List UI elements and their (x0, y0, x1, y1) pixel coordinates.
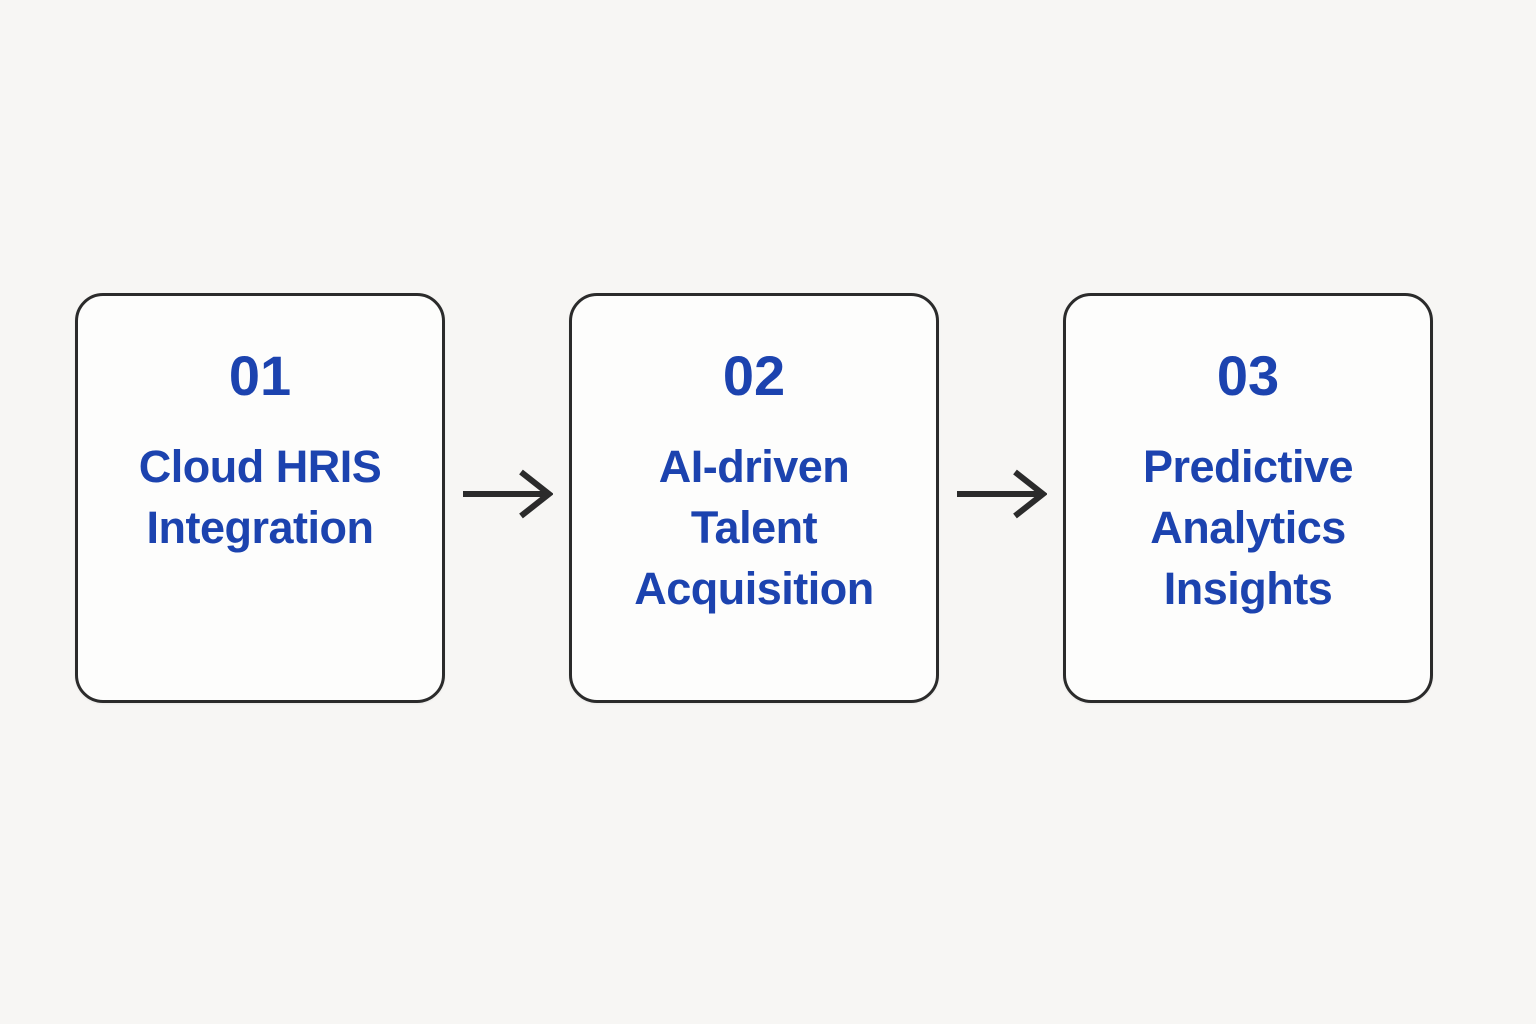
arrow-right-icon (463, 469, 553, 519)
step-number: 02 (722, 344, 786, 407)
step-card-1: 01 Cloud HRIS Integration (75, 293, 445, 703)
connector-2 (939, 293, 1063, 703)
step-title: Cloud HRIS Integration (138, 441, 382, 553)
step-card-3: 03 Predictive Analytics Insights (1063, 293, 1433, 703)
step-title: Predictive Analytics Insights (1142, 441, 1354, 614)
step-number: 03 (1216, 344, 1280, 407)
arrow-right-icon (957, 469, 1047, 519)
step-card-2: 02 AI-driven Talent Acquisition (569, 293, 939, 703)
step-title: AI-driven Talent Acquisition (634, 441, 874, 614)
flow-row: 01 Cloud HRIS Integration 02 AI-driven T… (75, 293, 1433, 703)
connector-1 (445, 293, 569, 703)
step-number: 01 (228, 344, 292, 407)
